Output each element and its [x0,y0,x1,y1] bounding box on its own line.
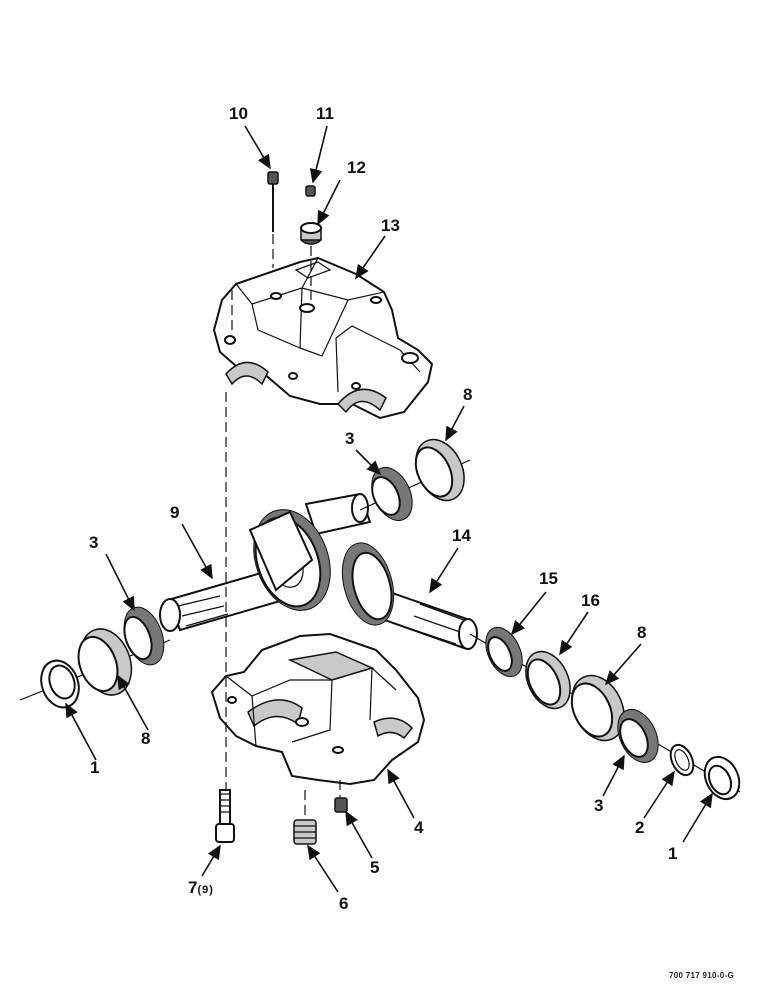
gear-9-drawing [248,509,331,611]
label-7-number: 7 [188,878,198,897]
label-8-left: 8 [141,729,151,748]
ring-1-right-drawing [703,755,741,801]
label-7-quantity: (9) [197,884,214,896]
label-3-upper: 3 [345,429,355,448]
cup-8-upper-drawing [414,438,465,502]
bolt-7-drawing [215,789,235,843]
label-2: 2 [635,818,645,837]
cup-8-right-drawing [570,674,625,742]
label-9: 9 [170,503,180,522]
fitting-12-drawing [300,222,322,245]
label-15: 15 [539,569,558,588]
bolt-10-drawing [267,171,279,232]
cone-3-right-drawing [617,709,659,763]
label-1-right: 1 [668,844,678,863]
cone-15-drawing [485,626,523,678]
label-8-right: 8 [637,623,647,642]
screw-5-drawing [334,797,348,813]
label-1-left: 1 [90,758,100,777]
label-11: 11 [316,104,334,123]
plug-6-drawing [293,819,317,845]
label-3-left: 3 [89,533,99,552]
label-12: 12 [347,158,366,177]
cone-3-upper-drawing [371,467,413,521]
label-10: 10 [229,104,248,123]
leader-arrows [65,125,713,893]
plug-11-drawing [305,185,316,197]
label-8-upper: 8 [463,385,473,404]
label-4: 4 [414,818,424,837]
label-7: 7(9) [188,879,214,896]
cone-3-left-drawing [123,606,165,666]
label-3-right: 3 [594,796,604,815]
upper-gearbox-housing [212,256,434,420]
shaft-14-drawing [341,542,478,650]
label-16: 16 [581,591,600,610]
label-6: 6 [339,894,349,913]
cup-16-drawing [525,650,571,710]
label-14: 14 [452,526,471,545]
label-13: 13 [381,216,400,235]
snap-ring-2-drawing [669,743,695,777]
label-5: 5 [370,858,380,877]
lower-gearbox-housing [210,632,426,786]
drawing-code: 700 717 910-0-G [669,971,734,980]
ring-1-left-drawing [40,659,80,709]
